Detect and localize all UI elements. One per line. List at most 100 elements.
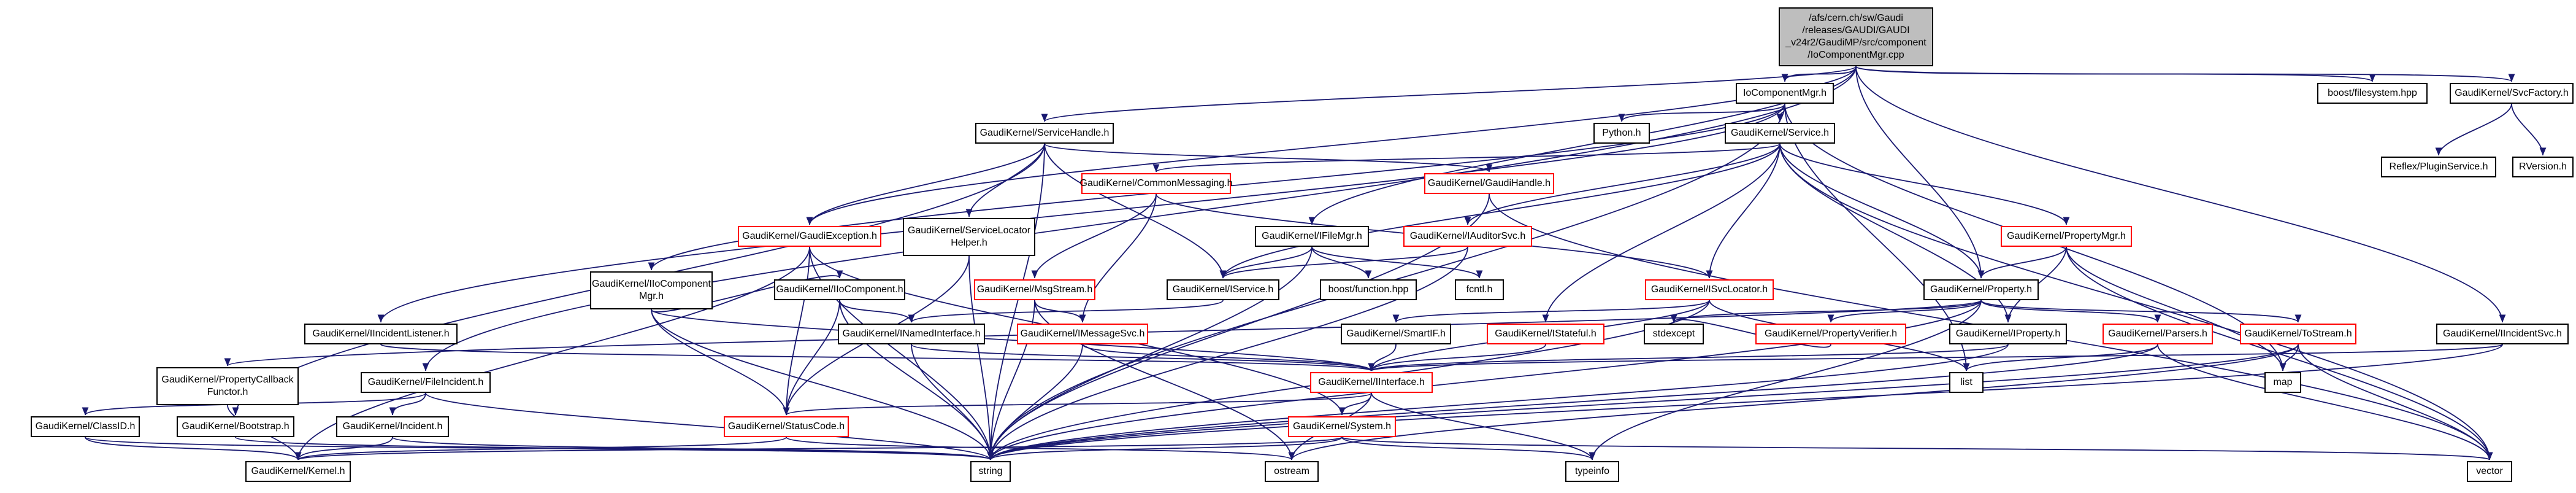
graph-node-kernel[interactable]: GaudiKernel/Kernel.h bbox=[245, 461, 351, 482]
graph-node-service_h[interactable]: GaudiKernel/Service.h bbox=[1725, 123, 1835, 144]
graph-edge-iinterface--typeinfo bbox=[1371, 392, 1596, 460]
graph-edge-msgstream--ostream bbox=[1034, 300, 1295, 460]
graph-edge-imessagesvc--iinterface bbox=[1082, 344, 1375, 371]
graph-edge-service_h--property_h bbox=[1779, 143, 1985, 279]
graph-edge-ifilemgr--fcntl bbox=[1311, 246, 1483, 279]
graph-node-ifilemgr[interactable]: GaudiKernel/IFileMgr.h bbox=[1255, 226, 1369, 247]
graph-node-iinterface[interactable]: GaudiKernel/IInterface.h bbox=[1310, 372, 1433, 393]
graph-edge-iproperty--iinterface bbox=[1368, 344, 2009, 371]
graph-edge-system--typeinfo bbox=[1341, 437, 1596, 460]
graph-node-property_h[interactable]: GaudiKernel/Property.h bbox=[1923, 279, 2039, 300]
graph-edge-servicehandle--string bbox=[987, 143, 1045, 460]
graph-edge-system--vector bbox=[1341, 437, 2493, 460]
graph-edge-iiocomponent--statuscode bbox=[783, 300, 840, 416]
graph-node-iincidentsvc[interactable]: GaudiKernel/IIncidentSvc.h bbox=[2436, 324, 2569, 344]
graph-node-statuscode[interactable]: GaudiKernel/StatusCode.h bbox=[724, 416, 849, 437]
graph-node-system[interactable]: GaudiKernel/System.h bbox=[1288, 416, 1396, 437]
graph-edge-tostream--vector bbox=[2298, 344, 2493, 460]
graph-edge-service_h--istateful bbox=[1542, 143, 1781, 323]
graph-node-boost_function[interactable]: boost/function.hpp bbox=[1320, 279, 1417, 300]
graph-edge-main_cpp--fileincident bbox=[422, 66, 1857, 371]
graph-edge-incident--string bbox=[392, 437, 994, 460]
graph-node-iocomponentmgr_h[interactable]: IoComponentMgr.h bbox=[1736, 83, 1834, 104]
graph-edge-kernel_iiocomponentmgr--string bbox=[651, 309, 994, 460]
graph-node-list[interactable]: list bbox=[1949, 372, 1984, 393]
graph-node-typeinfo[interactable]: typeinfo bbox=[1565, 461, 1619, 482]
graph-edge-servicehandle--gaudiexception bbox=[806, 143, 1045, 225]
graph-node-main_cpp: /afs/cern.ch/sw/Gaudi /releases/GAUDI/GA… bbox=[1779, 7, 1933, 66]
graph-edge-gaudiexception--statuscode bbox=[783, 246, 810, 416]
graph-edge-ifilemgr--string bbox=[987, 246, 1313, 460]
graph-edge-ifilemgr--iservice bbox=[1219, 246, 1313, 279]
graph-node-reflex[interactable]: Reflex/PluginService.h bbox=[2381, 157, 2496, 177]
graph-edge-iincidentlistener--iinterface bbox=[380, 344, 1374, 371]
graph-edge-system--kernel bbox=[295, 437, 1343, 460]
graph-node-python_h[interactable]: Python.h bbox=[1593, 123, 1650, 144]
graph-node-kernel_iiocomponentmgr[interactable]: GaudiKernel/IIoComponent Mgr.h bbox=[590, 271, 713, 309]
graph-node-inamedinterface[interactable]: GaudiKernel/INamedInterface.h bbox=[838, 324, 985, 344]
graph-node-classid[interactable]: GaudiKernel/ClassID.h bbox=[31, 416, 140, 437]
graph-node-stdexcept[interactable]: stdexcept bbox=[1644, 324, 1704, 344]
graph-edge-service_h--commonmessaging bbox=[1153, 143, 1781, 173]
graph-node-isvclocator[interactable]: GaudiKernel/ISvcLocator.h bbox=[1645, 279, 1774, 300]
graph-node-commonmessaging[interactable]: GaudiKernel/CommonMessaging.h bbox=[1080, 173, 1233, 194]
graph-edge-inamedinterface--string bbox=[911, 344, 994, 460]
graph-edge-property_h--stdexcept bbox=[1670, 300, 1982, 323]
graph-edge-propertymgr--property_h bbox=[1977, 246, 2067, 279]
graph-node-iiocomponent[interactable]: GaudiKernel/IIoComponent.h bbox=[774, 279, 905, 300]
graph-node-iincidentlistener[interactable]: GaudiKernel/IIncidentListener.h bbox=[304, 324, 458, 344]
graph-edge-commonmessaging--imessagesvc bbox=[1079, 193, 1157, 323]
graph-edge-isvclocator--smartif bbox=[1392, 300, 1710, 323]
graph-node-istateful[interactable]: GaudiKernel/IStateful.h bbox=[1487, 324, 1604, 344]
graph-edge-iocomponentmgr_h--python_h bbox=[1618, 103, 1785, 122]
graph-node-map[interactable]: map bbox=[2264, 372, 2301, 393]
graph-edge-servicelocatorhelper--string bbox=[968, 255, 994, 460]
graph-node-smartif[interactable]: GaudiKernel/SmartIF.h bbox=[1341, 324, 1451, 344]
graph-node-msgstream[interactable]: GaudiKernel/MsgStream.h bbox=[974, 279, 1095, 300]
graph-edge-property_h--string bbox=[987, 300, 1982, 460]
graph-node-gaudiexception[interactable]: GaudiKernel/GaudiException.h bbox=[738, 226, 881, 247]
graph-node-fcntl[interactable]: fcntl.h bbox=[1455, 279, 1504, 300]
graph-edge-statuscode--ostream bbox=[786, 437, 1295, 460]
graph-node-incident[interactable]: GaudiKernel/Incident.h bbox=[336, 416, 449, 437]
graph-node-rversion[interactable]: RVersion.h bbox=[2512, 157, 2574, 177]
graph-node-imessagesvc[interactable]: GaudiKernel/IMessageSvc.h bbox=[1017, 324, 1148, 344]
graph-edge-iocomponentmgr_h--iincidentlistener bbox=[377, 103, 1785, 323]
graph-edge-kernel_iiocomponentmgr--iiocomponent bbox=[651, 270, 843, 312]
graph-node-bootstrap[interactable]: GaudiKernel/Bootstrap.h bbox=[177, 416, 294, 437]
graph-node-servicelocatorhelper[interactable]: GaudiKernel/ServiceLocator Helper.h bbox=[903, 218, 1035, 256]
graph-node-string[interactable]: string bbox=[970, 461, 1011, 482]
graph-edge-property_h--tostream bbox=[1980, 300, 2302, 323]
graph-node-tostream[interactable]: GaudiKernel/ToStream.h bbox=[2240, 324, 2356, 344]
graph-edge-tostream--string bbox=[987, 344, 2299, 460]
graph-node-iservice[interactable]: GaudiKernel/IService.h bbox=[1167, 279, 1279, 300]
graph-edge-classid--kernel bbox=[85, 437, 302, 460]
graph-node-propertyverifier[interactable]: GaudiKernel/PropertyVerifier.h bbox=[1755, 324, 1906, 344]
graph-edge-iproperty--string bbox=[987, 344, 2009, 460]
graph-edge-fileincident--string bbox=[425, 392, 994, 460]
graph-edge-main_cpp--iincidentsvc bbox=[1855, 66, 2506, 323]
graph-node-servicehandle[interactable]: GaudiKernel/ServiceHandle.h bbox=[975, 123, 1114, 144]
graph-edge-main_cpp--servicehandle bbox=[1041, 66, 1857, 122]
graph-edge-iincidentsvc--iinterface bbox=[1368, 344, 2503, 371]
graph-edge-service_h--isvclocator bbox=[1706, 143, 1781, 279]
graph-node-propertycallbackfunctor[interactable]: GaudiKernel/PropertyCallback Functor.h bbox=[156, 367, 299, 405]
graph-node-iproperty[interactable]: GaudiKernel/IProperty.h bbox=[1949, 324, 2067, 344]
graph-edge-kernel_iiocomponentmgr--iinterface bbox=[651, 309, 1374, 371]
graph-node-gaudihandle[interactable]: GaudiKernel/GaudiHandle.h bbox=[1424, 173, 1554, 194]
graph-edge-istateful--iinterface bbox=[1368, 344, 1546, 371]
graph-edge-svcfactory--reflex bbox=[2435, 103, 2512, 156]
graph-edge-tostream--map bbox=[2279, 344, 2299, 371]
graph-node-fileincident[interactable]: GaudiKernel/FileIncident.h bbox=[361, 372, 491, 393]
graph-node-boost_filesystem[interactable]: boost/filesystem.hpp bbox=[2317, 83, 2428, 104]
graph-node-propertymgr[interactable]: GaudiKernel/PropertyMgr.h bbox=[2001, 226, 2132, 247]
graph-edge-commonmessaging--msgstream bbox=[1031, 193, 1157, 279]
graph-edge-statuscode--kernel bbox=[294, 437, 787, 460]
graph-node-iauditorsvc[interactable]: GaudiKernel/IAuditorSvc.h bbox=[1403, 226, 1532, 247]
graph-edge-fileincident--incident bbox=[389, 392, 426, 416]
graph-node-svcfactory[interactable]: GaudiKernel/SvcFactory.h bbox=[2450, 83, 2574, 104]
graph-node-vector[interactable]: vector bbox=[2467, 461, 2512, 482]
graph-node-parsers[interactable]: GaudiKernel/Parsers.h bbox=[2103, 324, 2213, 344]
graph-node-ostream[interactable]: ostream bbox=[1265, 461, 1319, 482]
graph-edge-parsers--vector bbox=[2157, 344, 2493, 460]
